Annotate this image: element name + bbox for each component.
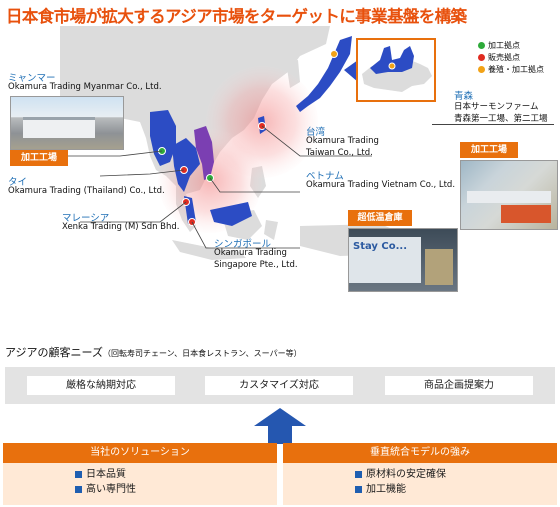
legend-label: 販売拠点 <box>488 53 520 62</box>
aomori-label-company: 日本サーモンファーム <box>454 102 539 112</box>
aomori-label-jp: 青森 <box>454 91 474 102</box>
container-body <box>349 237 421 283</box>
legend-label: 加工拠点 <box>488 41 520 50</box>
aomori-label-factories: 青森第一工場、第二工場 <box>454 114 548 124</box>
vietnam-label-en: Okamura Trading Vietnam Co., Ltd. <box>306 180 456 190</box>
bullet-icon <box>75 486 82 493</box>
asia-map-panel: 加工拠点 販売拠点 養殖・加工拠点 青森 日本サーモンファーム 青森第一工場、第… <box>0 26 560 314</box>
thailand-label-jp: タイ <box>8 177 28 188</box>
cold-storage-tag: 超低温倉庫 <box>348 210 412 226</box>
strength-title: 垂直統合モデルの強み <box>283 443 557 463</box>
needs-title: アジアの顧客ニーズ（回転寿司チェーン、日本食レストラン、スーパー等） <box>5 344 302 360</box>
thailand-leader <box>99 169 185 177</box>
need-customization: カスタマイズ対応 <box>205 376 353 395</box>
east-malaysia-highlight <box>210 202 252 226</box>
legend-dot-orange <box>478 66 485 73</box>
myanmar-leader <box>68 150 163 157</box>
taiwan-leader <box>261 125 372 157</box>
vietnam-highlight <box>194 126 214 180</box>
myanmar-label-jp: ミャンマー <box>8 73 56 84</box>
legend-dot-green <box>478 42 485 49</box>
vietnam-factory-photo <box>460 160 558 230</box>
malaysia-leader <box>80 201 187 223</box>
malaysia-label-jp: マレーシア <box>62 213 110 224</box>
taiwan-label-en2: Taiwan Co., Ltd. <box>306 148 373 158</box>
aomori-inset <box>356 38 436 102</box>
myanmar-factory-photo <box>10 96 124 150</box>
taiwan-label-en1: Okamura Trading <box>306 136 379 146</box>
factory-building <box>23 117 95 138</box>
solution-item: 高い専門性 <box>75 482 277 497</box>
myanmar-label-en: Okamura Trading Myanmar Co., Ltd. <box>8 82 162 92</box>
legend-processing: 加工拠点 <box>478 40 520 51</box>
legend-aquaculture: 養殖・加工拠点 <box>478 64 544 75</box>
solution-item: 日本品質 <box>75 467 277 482</box>
processing-line <box>467 191 551 203</box>
bullet-icon <box>355 471 362 478</box>
singapore-label-jp: シンガポール <box>214 239 272 250</box>
solution-item-label: 高い専門性 <box>86 484 136 495</box>
legend-sales: 販売拠点 <box>478 52 520 63</box>
solution-title: 当社のソリューション <box>3 443 277 463</box>
need-planning: 商品企画提案力 <box>385 376 533 395</box>
strength-item-label: 原材料の安定確保 <box>366 469 446 480</box>
vietnam-label-jp: ベトナム <box>306 171 344 182</box>
taiwan-label-jp: 台湾 <box>306 127 326 138</box>
aomori-inset-map <box>362 46 432 92</box>
vietnam-leader <box>209 177 300 193</box>
aomori-inset-marker <box>388 62 396 70</box>
bullet-icon <box>355 486 362 493</box>
thailand-label-en: Okamura Trading (Thailand) Co., Ltd. <box>8 186 165 196</box>
singapore-label-en1: Okamura Trading <box>214 248 287 258</box>
legend-label: 養殖・加工拠点 <box>488 65 544 74</box>
need-delivery: 厳格な納期対応 <box>27 376 175 395</box>
bullet-icon <box>75 471 82 478</box>
thailand-highlight <box>172 138 200 192</box>
needs-title-text: アジアの顧客ニーズ <box>5 346 104 359</box>
aomori-underline <box>432 124 554 125</box>
strength-item: 加工機能 <box>355 482 557 497</box>
asia-map <box>60 26 410 260</box>
page-title: 日本食市場が拡大するアジア市場をターゲットに事業基盤を構築 <box>6 7 467 26</box>
myanmar-factory-tag: 加工工場 <box>10 150 68 166</box>
up-arrow-icon <box>254 408 306 444</box>
malaysia-label-en: Xenka Trading (M) Sdn Bhd. <box>62 222 180 232</box>
singapore-leader <box>191 221 300 249</box>
aomori-prefecture <box>370 46 414 74</box>
strength-item-label: 加工機能 <box>366 484 406 495</box>
aomori-marker <box>330 50 338 58</box>
strength-box: 垂直統合モデルの強み 原材料の安定確保 加工機能 <box>283 443 557 505</box>
solution-item-label: 日本品質 <box>86 469 126 480</box>
vietnam-factory-tag: 加工工場 <box>460 142 518 158</box>
sulawesi-land <box>264 220 278 240</box>
strength-item: 原材料の安定確保 <box>355 467 557 482</box>
container-text: Stay Co... <box>353 241 408 252</box>
cold-storage-photo: Stay Co... <box>348 228 458 292</box>
needs-bar: 厳格な納期対応 カスタマイズ対応 商品企画提案力 <box>5 367 555 404</box>
legend-dot-red <box>478 54 485 61</box>
singapore-label-en2: Singapore Pte., Ltd. <box>214 260 298 270</box>
salmon-trays <box>501 205 551 223</box>
solution-box: 当社のソリューション 日本品質 高い専門性 <box>3 443 277 505</box>
forklift-area <box>425 249 453 285</box>
japan-highlight <box>296 36 352 112</box>
needs-subtitle: （回転寿司チェーン、日本食レストラン、スーパー等） <box>103 349 302 358</box>
sumatra-java-land <box>172 240 246 260</box>
